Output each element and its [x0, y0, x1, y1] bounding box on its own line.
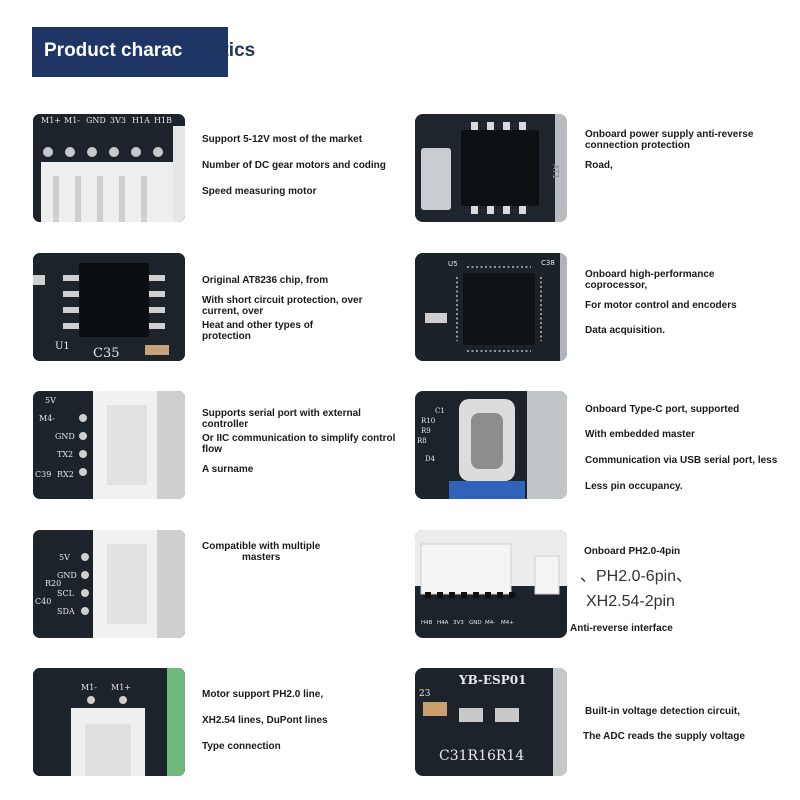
product-photo-ph20-connectors: H4B H4A 3V3 GND M4- M4+ — [415, 530, 567, 638]
product-photo-voltage-detection: YB-ESP01 23 C31R16R14 — [415, 668, 567, 776]
feature-line: A surname — [202, 464, 254, 475]
feature-line: XH2.54-2pin — [586, 593, 675, 610]
feature-line: Motor support PH2.0 line, — [202, 689, 324, 700]
pin-label: SCL — [57, 589, 75, 598]
pin-label: TX2 — [57, 450, 73, 459]
pin-label: 3V3 — [110, 116, 126, 125]
part-label: D4 — [425, 455, 436, 463]
feature-line: With embedded master — [585, 429, 695, 440]
pin-label: GND — [55, 432, 75, 441]
product-photo-typec-port: R10 R9 C1 R8 D4 — [415, 391, 567, 499]
pin-label: C40 — [35, 597, 51, 606]
part-label: U1 — [55, 341, 70, 352]
feature-line: Onboard power supply anti-reverse connec… — [585, 129, 754, 151]
part-label: C1 — [435, 407, 445, 415]
pin-label: C39 — [35, 470, 51, 479]
feature-line: Onboard Type-C port, supported — [585, 404, 740, 415]
feature-line: Built-in voltage detection circuit, — [585, 706, 741, 717]
pin-label: GND — [86, 116, 106, 125]
pin-label: GND — [469, 620, 482, 626]
pin-label: 3V3 — [453, 620, 464, 626]
pin-label: M4- — [39, 414, 55, 423]
feature-line: XH2.54 lines, DuPont lines — [202, 715, 328, 726]
part-label: C31R16R14 — [439, 748, 524, 764]
feature-line: Support 5-12V most of the market — [202, 134, 363, 145]
feature-line: Onboard PH2.0-4pin — [584, 546, 681, 557]
pin-label: M1+ — [111, 683, 131, 692]
part-label: U5 — [448, 260, 458, 268]
section-header-bg — [32, 27, 228, 77]
pin-label: H4A — [437, 620, 449, 626]
product-photo-driver-chip: U1 C35 — [33, 253, 185, 361]
pin-label: 5V — [45, 396, 56, 405]
pin-label: M4+ — [501, 620, 514, 626]
product-photo-motor-line-connector: M1- M1+ — [33, 668, 185, 776]
pin-label: M1- — [81, 683, 97, 692]
part-label: C35 — [93, 346, 120, 361]
feature-line: Speed measuring motor — [202, 186, 317, 197]
pin-label: M4- — [485, 620, 495, 626]
feature-line: Original AT8236 chip, from — [202, 275, 329, 286]
feature-line: Heat and other types of protection — [202, 320, 314, 342]
feature-line: Or IIC communication to simplify control… — [202, 433, 396, 455]
feature-line: The ADC reads the supply voltage — [583, 731, 745, 742]
part-label: C38 — [541, 259, 555, 267]
feature-line: Data acquisition. — [585, 325, 666, 336]
product-photo-iic-connector: 5V GND SCL SDA R20 C40 — [33, 530, 185, 638]
feature-line: Communication via USB serial port, less — [585, 455, 778, 466]
pin-label: M1- — [64, 116, 80, 125]
section-title-part1: Product charac — [44, 40, 183, 61]
feature-line: 、PH2.0-6pin、 — [580, 568, 693, 585]
section-title-part2: teristics — [182, 40, 256, 61]
product-photo-motor-connector: M1+ M1- GND 3V3 H1A H1B — [33, 114, 185, 222]
part-label: R10 — [421, 417, 435, 425]
pin-label: H1A — [132, 116, 150, 125]
product-photo-power-protection: AT1 — [415, 114, 567, 222]
feature-line: masters — [242, 552, 281, 563]
pin-label: SDA — [57, 607, 75, 616]
part-label: R9 — [421, 427, 431, 435]
feature-line: Onboard high-performance coprocessor, — [585, 269, 715, 291]
feature-line: Compatible with multiple — [202, 541, 321, 552]
part-label: YB-ESP01 — [458, 673, 526, 687]
pin-label: H1B — [154, 116, 172, 125]
part-label: AT1 — [551, 164, 560, 179]
pin-label: M1+ — [41, 116, 61, 125]
pin-label: R20 — [45, 579, 61, 588]
pin-label: RX2 — [57, 470, 74, 479]
feature-line: For motor control and encoders — [585, 300, 737, 311]
feature-line: With short circuit protection, over curr… — [202, 295, 363, 317]
pin-label: 5V — [59, 553, 70, 562]
feature-line: Supports serial port with external contr… — [202, 408, 361, 430]
pin-label: GND — [57, 571, 77, 580]
feature-line: Type connection — [202, 741, 281, 752]
pin-label: H4B — [421, 620, 433, 626]
part-label: R8 — [417, 437, 427, 445]
feature-line: Less pin occupancy. — [585, 481, 683, 492]
section-title: Product characteristics — [44, 40, 255, 62]
feature-line: Number of DC gear motors and coding — [202, 160, 386, 171]
feature-line: Road, — [585, 160, 613, 171]
product-photo-coprocessor: U5 C38 — [415, 253, 567, 361]
product-photo-serial-connector: 5V M4- GND TX2 RX2 C39 — [33, 391, 185, 499]
feature-line: Anti-reverse interface — [570, 623, 673, 634]
part-label: 23 — [419, 689, 431, 699]
